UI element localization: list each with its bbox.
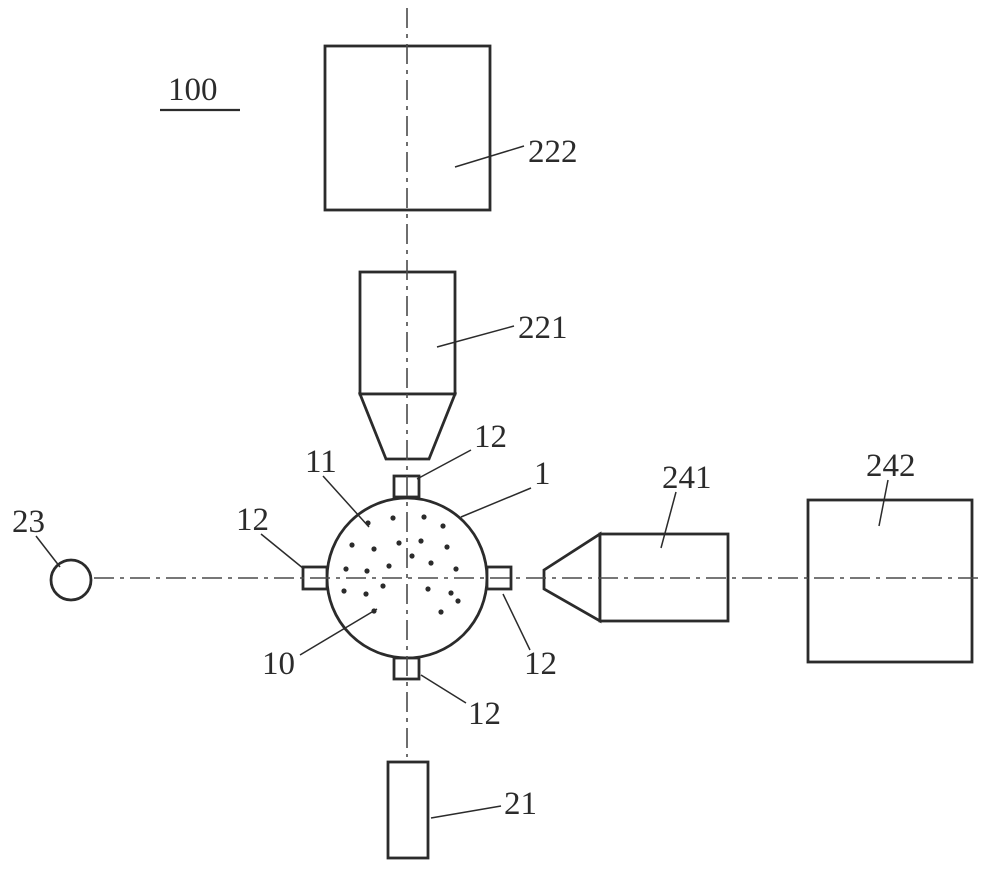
hopper-221-cone — [357, 392, 458, 461]
label-12-top: 12 — [474, 419, 507, 455]
label-1: 1 — [534, 456, 551, 492]
label-12-right: 12 — [524, 646, 557, 682]
leader-21 — [430, 805, 502, 819]
leader-12-bottom — [420, 674, 467, 704]
leader-241 — [660, 491, 677, 549]
label-figure-number: 100 — [168, 72, 218, 108]
leader-221 — [436, 325, 515, 348]
label-241: 241 — [662, 460, 712, 496]
label-21: 21 — [504, 786, 537, 822]
label-222: 222 — [528, 134, 578, 170]
leader-10 — [299, 608, 378, 656]
center-axes — [94, 8, 984, 757]
leader-12-left — [260, 533, 305, 570]
material-dots — [341, 514, 461, 615]
outlet-rect-21 — [386, 760, 430, 860]
leader-1 — [460, 487, 532, 518]
label-12-bottom: 12 — [468, 696, 501, 732]
leader-23 — [35, 535, 61, 568]
source-circle-23 — [49, 558, 93, 602]
leader-12-top — [416, 449, 472, 480]
leader-lines — [35, 145, 889, 819]
leader-12-right — [502, 593, 531, 651]
label-12-left: 12 — [236, 502, 269, 538]
box-242 — [806, 498, 974, 664]
leader-222 — [454, 145, 525, 168]
part-labels: 100 222 221 12 11 1 12 23 10 12 12 241 2… — [12, 72, 916, 822]
label-242: 242 — [866, 448, 916, 484]
label-23: 23 — [12, 504, 45, 540]
component-shapes — [49, 44, 974, 860]
label-221: 221 — [518, 310, 568, 346]
leader-11 — [322, 475, 370, 528]
label-10: 10 — [262, 646, 295, 682]
label-11: 11 — [305, 444, 337, 480]
leader-242 — [878, 479, 889, 527]
